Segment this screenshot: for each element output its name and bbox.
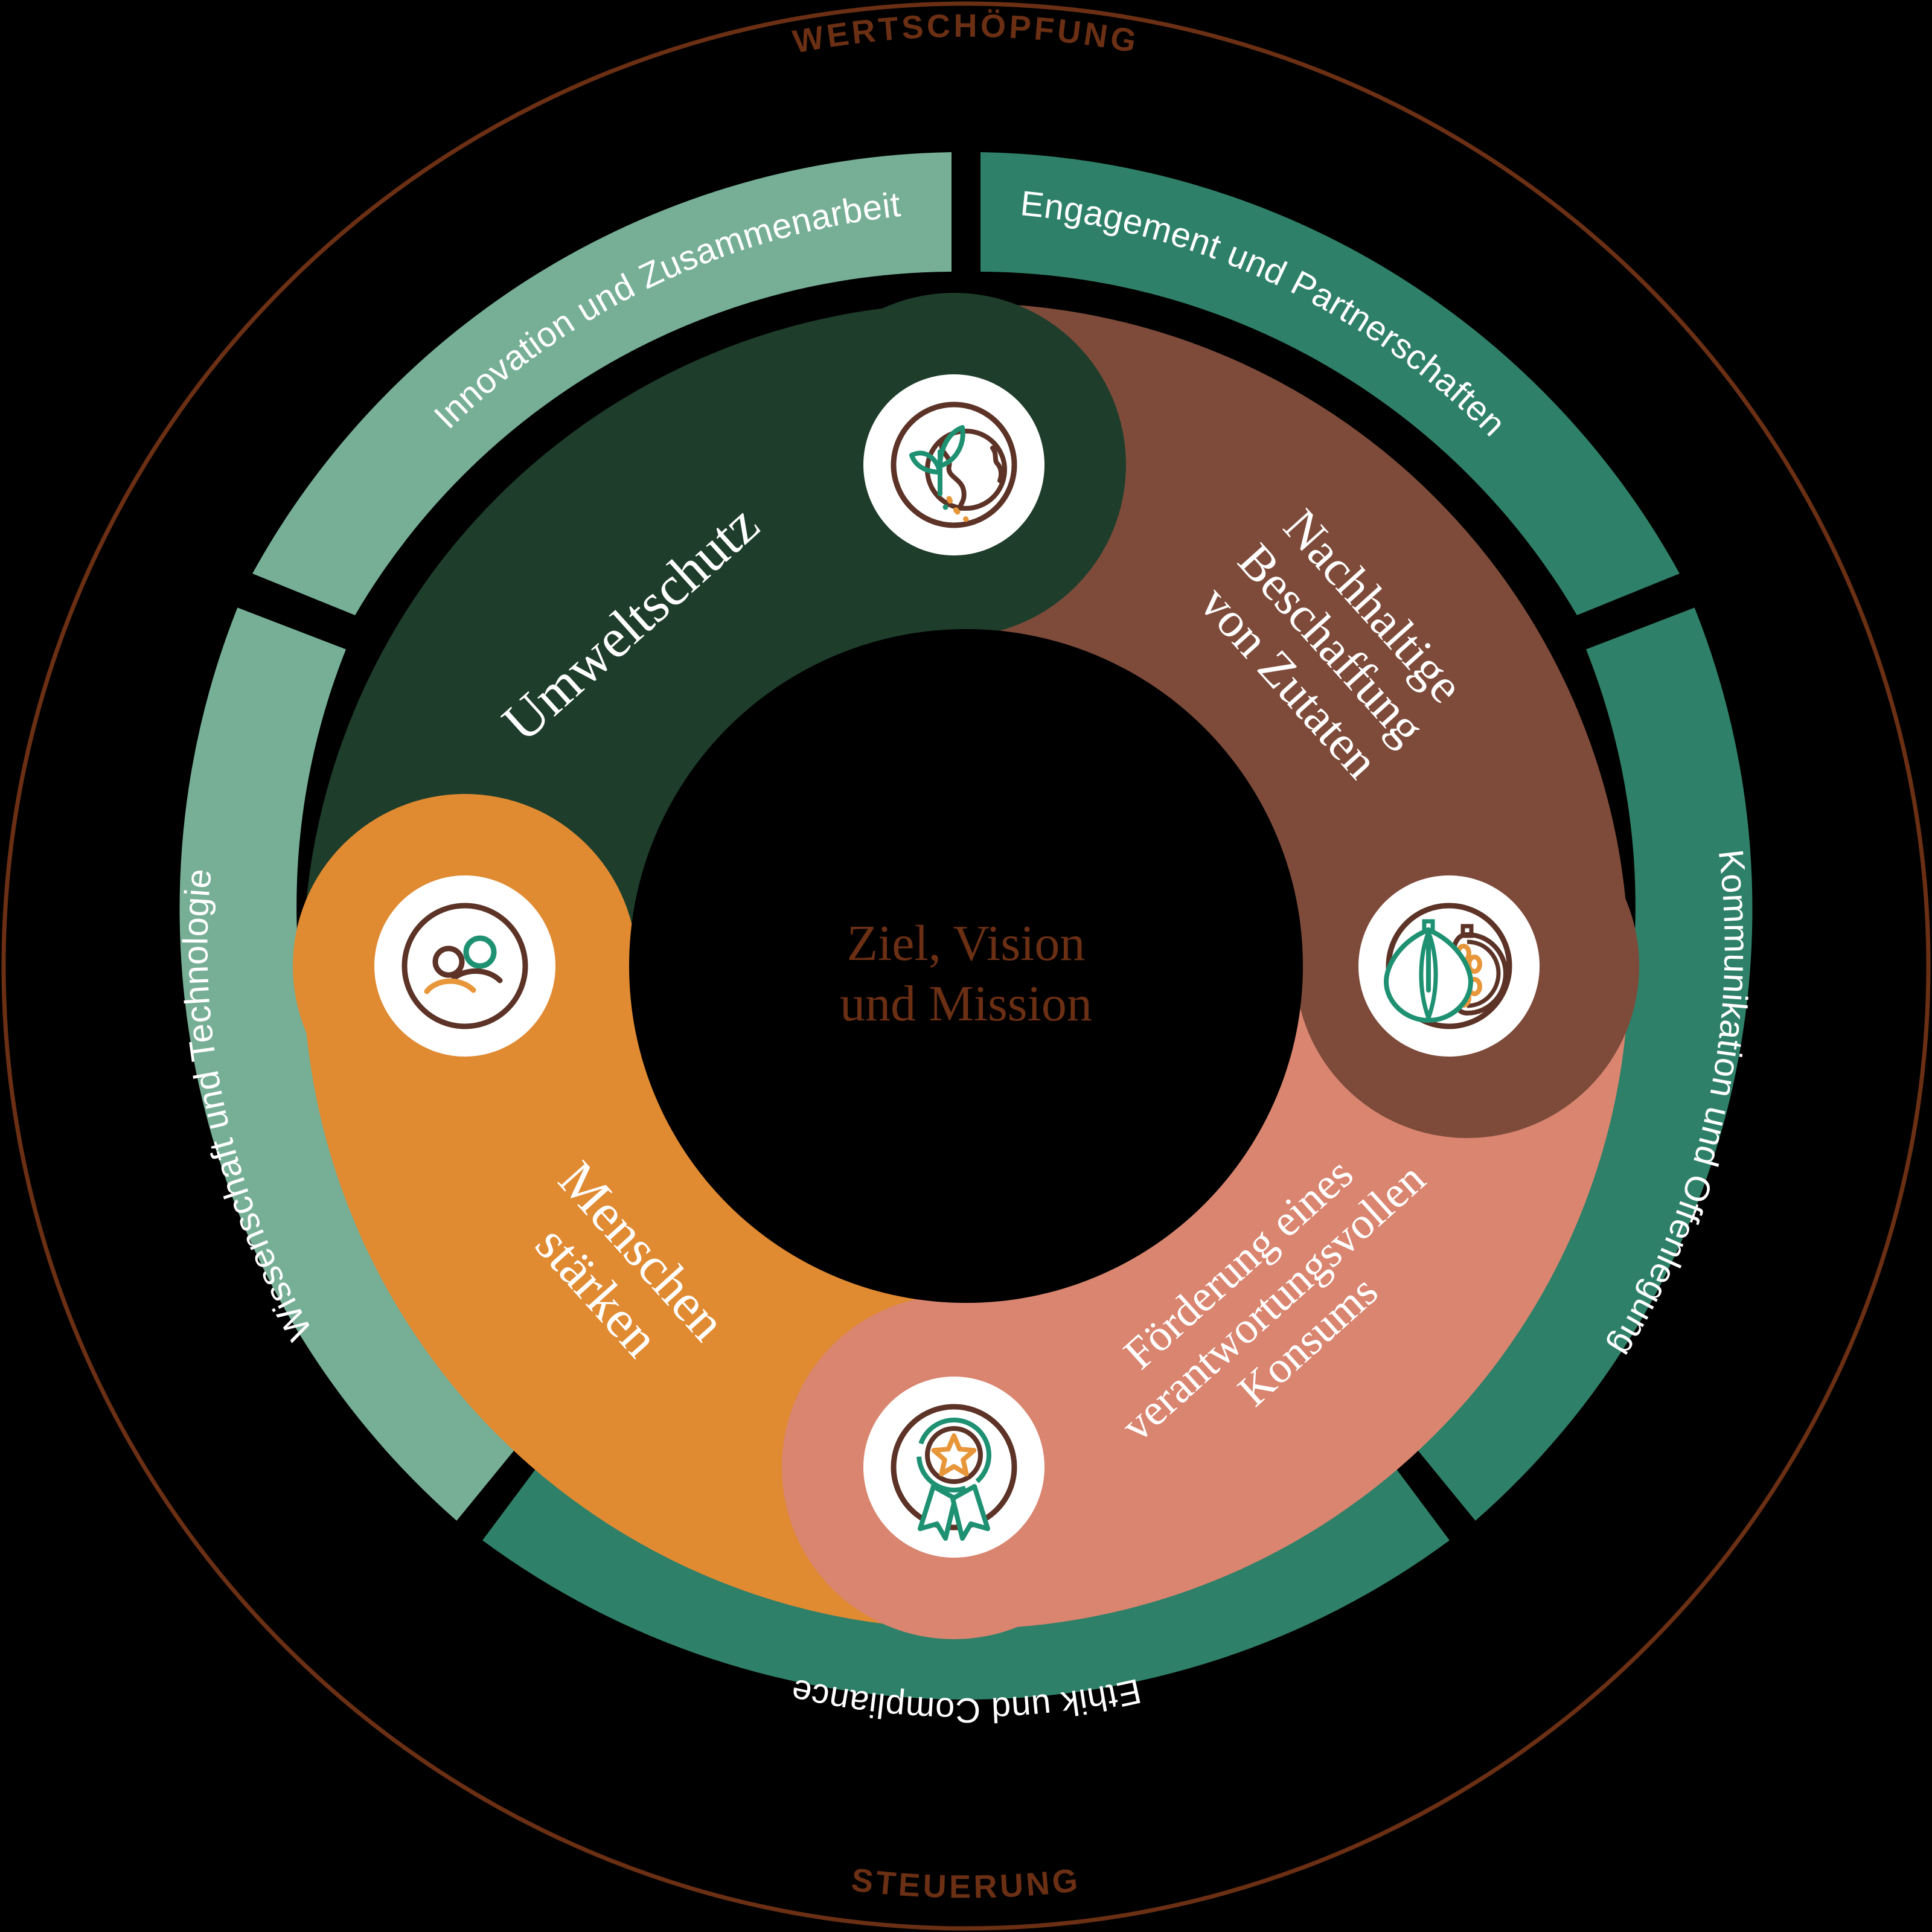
center-line-2: und Mission [840, 976, 1092, 1032]
award-ribbon-icon[interactable] [863, 1377, 1044, 1558]
outer-ring [179, 152, 1753, 1700]
outer-segment-engagement[interactable] [980, 152, 1680, 615]
outer-segment-innovation[interactable] [252, 152, 952, 615]
center-hole [629, 629, 1303, 1303]
cocoa-pod-icon[interactable] [1358, 875, 1540, 1057]
outer-segment-wissenschaft[interactable] [179, 607, 533, 1521]
outer-segment-kommunikation[interactable] [1399, 607, 1753, 1521]
two-people-icon[interactable] [374, 875, 555, 1057]
ring-title-bottom: STEUERUNG [849, 1861, 1083, 1905]
center-label: Ziel, Vision und Mission [840, 915, 1092, 1032]
outer-segment-ethik[interactable] [482, 1444, 1450, 1700]
center-line-1: Ziel, Vision [847, 915, 1086, 971]
globe-sprout-icon[interactable] [863, 374, 1044, 555]
